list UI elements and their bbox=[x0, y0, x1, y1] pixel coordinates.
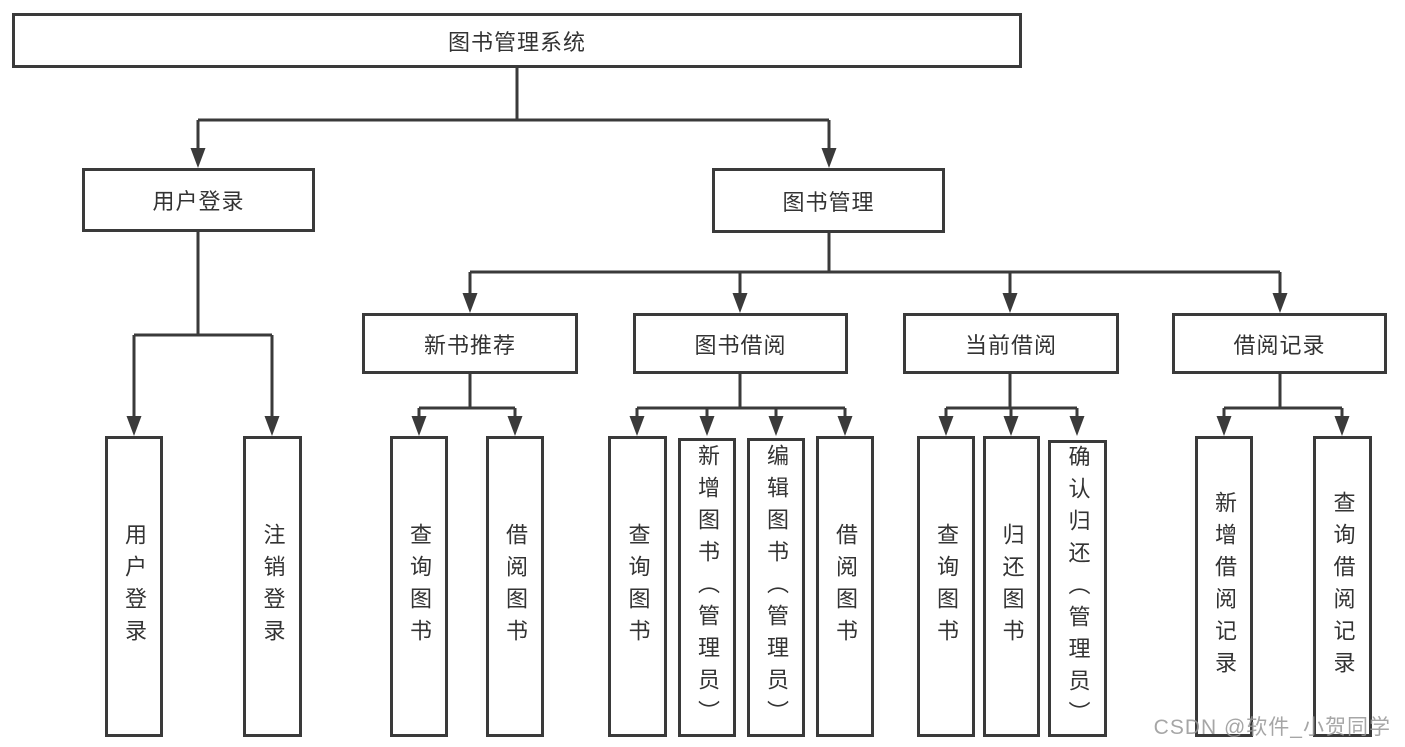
leaf-borrow-books-2: 借阅图书 bbox=[816, 436, 874, 737]
root-node-system: 图书管理系统 bbox=[12, 13, 1022, 68]
watermark: CSDN @软件_小贺同学 bbox=[1153, 716, 1391, 739]
node-borrow-records: 借阅记录 bbox=[1172, 313, 1387, 374]
leaf-user-login: 用户登录 bbox=[105, 436, 163, 737]
node-new-book-recommend: 新书推荐 bbox=[362, 313, 578, 374]
leaf-query-borrow-record: 查询借阅记录 bbox=[1313, 436, 1372, 737]
connector-current bbox=[944, 374, 1079, 418]
leaf-confirm-return-admin: 确认归还（管理员） bbox=[1048, 440, 1107, 737]
connector-book-mgmt bbox=[468, 233, 1282, 295]
node-current-borrow: 当前借阅 bbox=[903, 313, 1119, 374]
leaf-add-borrow-record: 新增借阅记录 bbox=[1195, 436, 1253, 737]
arrowheads bbox=[126, 148, 1350, 436]
leaf-query-books-3: 查询图书 bbox=[917, 436, 975, 737]
connector-root bbox=[196, 68, 831, 150]
connector-new-books bbox=[417, 374, 517, 418]
node-book-borrow: 图书借阅 bbox=[633, 313, 848, 374]
connector-records bbox=[1222, 374, 1344, 418]
leaf-edit-books-admin: 编辑图书（管理员） bbox=[747, 438, 805, 737]
leaf-add-books-admin: 新增图书（管理员） bbox=[678, 438, 736, 737]
leaf-query-books-2: 查询图书 bbox=[608, 436, 667, 737]
leaf-return-books: 归还图书 bbox=[983, 436, 1040, 737]
node-user-login: 用户登录 bbox=[82, 168, 315, 232]
leaf-borrow-books-1: 借阅图书 bbox=[486, 436, 544, 737]
connector-borrow bbox=[635, 374, 847, 418]
node-book-management: 图书管理 bbox=[712, 168, 945, 233]
connector-user-login bbox=[132, 232, 274, 418]
leaf-query-books-1: 查询图书 bbox=[390, 436, 448, 737]
leaf-logout: 注销登录 bbox=[243, 436, 302, 737]
